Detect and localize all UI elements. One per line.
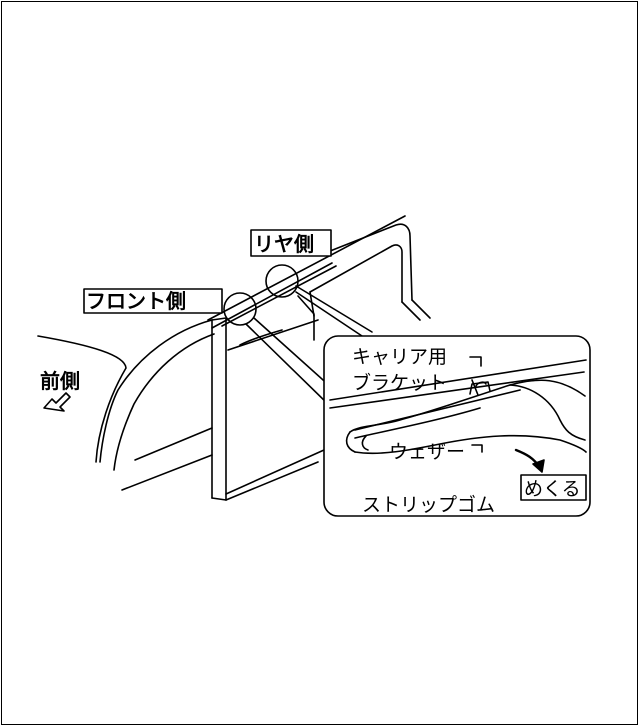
carrier-bracket-label-line2: ブラケット [352,371,447,394]
front-side-label: フロント側 [86,289,186,313]
front-magnifier-circle [223,292,257,326]
forward-label: 前側 [40,369,80,393]
front-side-label-box [83,288,223,314]
curved-arrow-icon [514,448,545,473]
rear-side-label-box [250,229,332,257]
hollow-arrow-down-left-icon [43,392,71,412]
callout-leader-lines [245,285,373,407]
weatherstrip-label-line2: ストリップゴム [362,494,495,516]
weatherstrip-label-line1: ウェザー [389,441,465,463]
rear-side-label: リヤ側 [254,232,314,256]
peel-label: めくる [524,478,581,500]
rear-magnifier-circle [265,264,299,298]
detail-drawing [329,356,587,455]
peel-label-box [520,474,587,501]
carrier-bracket-label-line1: キャリア用 [352,346,447,368]
